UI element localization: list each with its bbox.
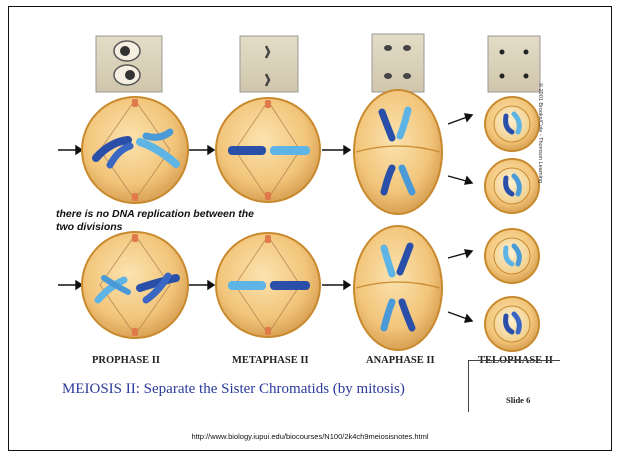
micrograph-anaphase xyxy=(372,34,424,92)
micrograph-telophase xyxy=(488,36,540,92)
row-first-division xyxy=(58,90,539,214)
micrograph-prophase xyxy=(96,36,162,92)
source-url[interactable]: http://www.biology.iupui.edu/biocourses/… xyxy=(0,432,620,441)
micrograph-metaphase xyxy=(240,36,298,92)
label-anaphase: ANAPHASE II xyxy=(366,355,435,366)
copyright-notice: © 2001 Brooks/Cole - Thomson Learning xyxy=(537,83,543,243)
slide-number: Slide 6 xyxy=(506,395,530,405)
row-second-division xyxy=(58,226,539,351)
note-no-dna-replication: there is no DNA replication between the … xyxy=(56,208,256,234)
label-prophase: PROPHASE II xyxy=(92,355,160,366)
slide-heading: MEIOSIS II: Separate the Sister Chromati… xyxy=(62,381,405,398)
label-metaphase: METAPHASE II xyxy=(232,355,309,366)
